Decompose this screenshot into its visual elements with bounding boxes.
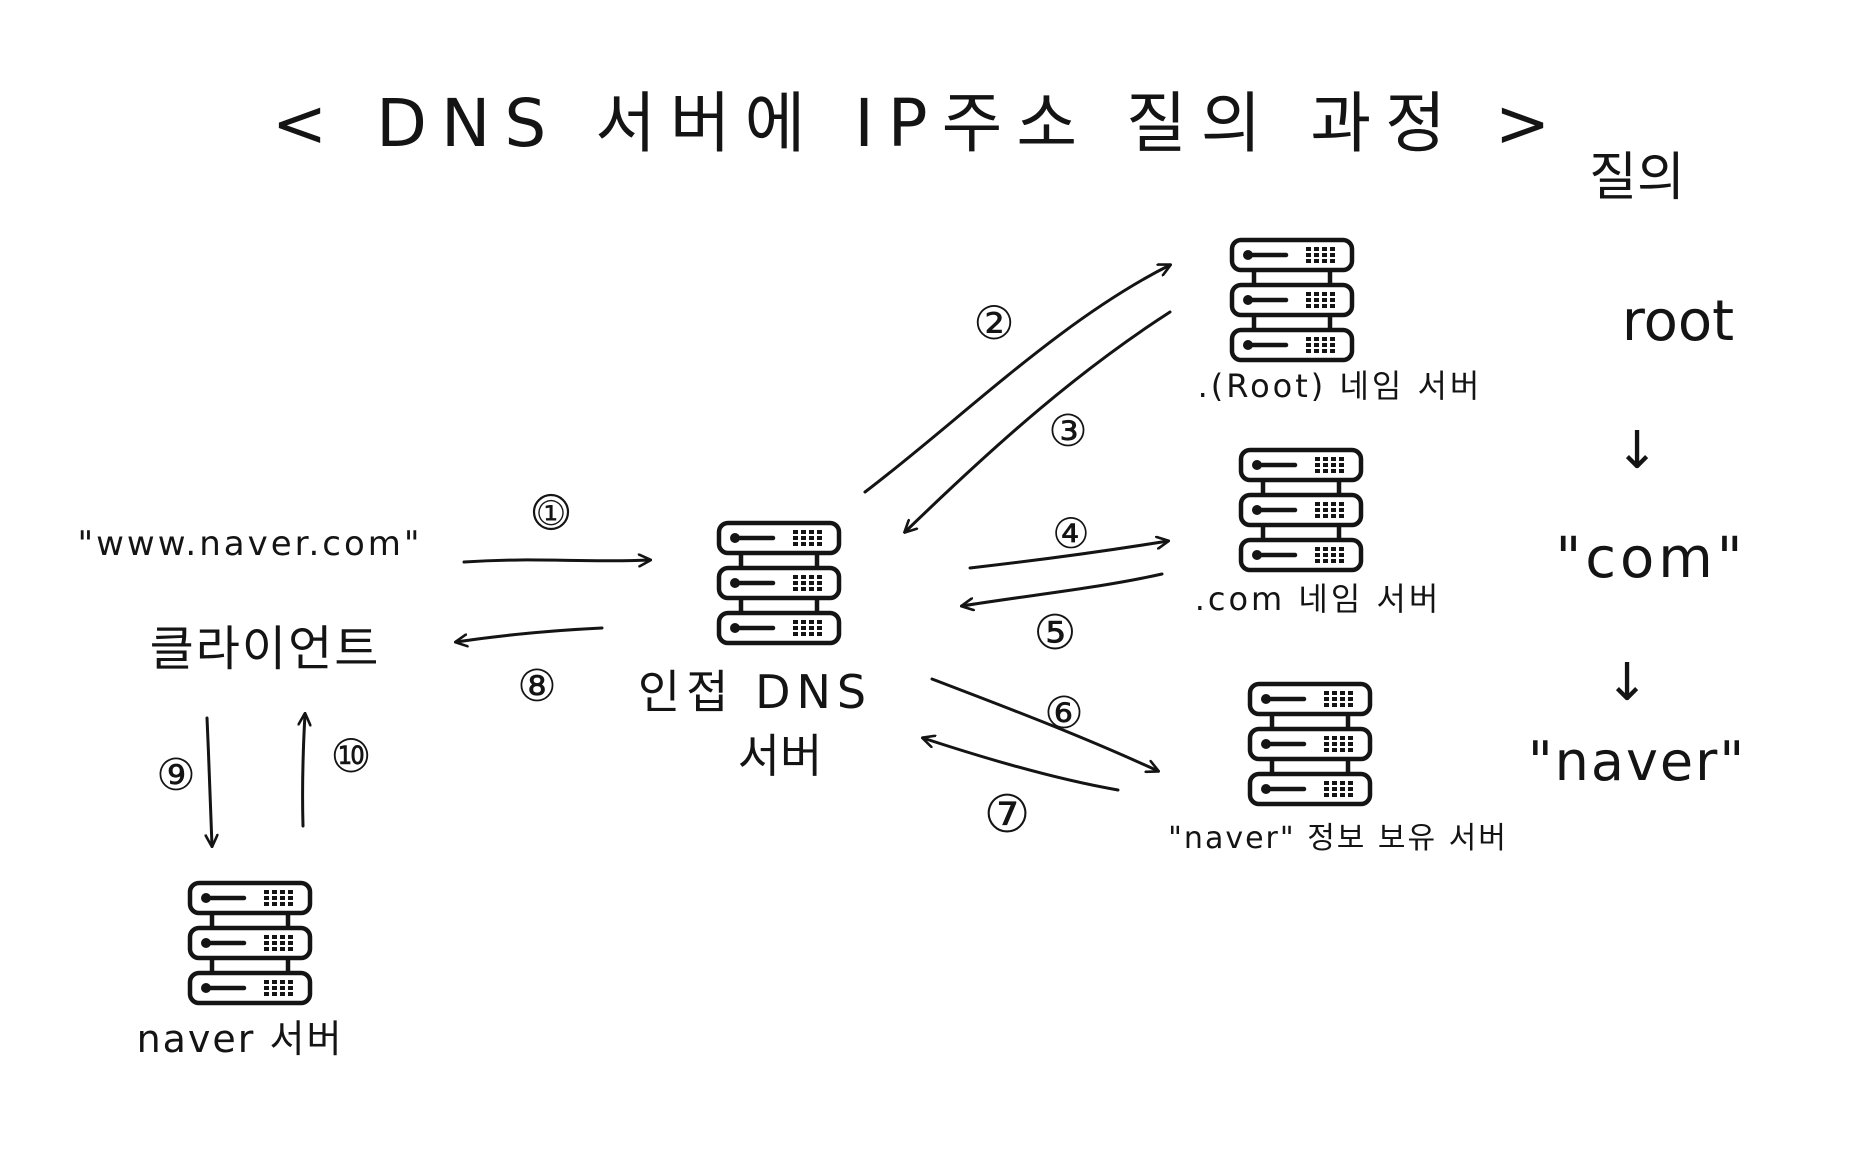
step-9-label: ⑨ [156, 750, 195, 801]
query-order-arrow-2: ↓ [1605, 653, 1649, 713]
arrow-step-10 [303, 714, 305, 828]
step-2-label: ② [973, 296, 1014, 350]
step-10-label: ⑩ [330, 729, 371, 783]
local-dns-server-icon [719, 523, 839, 643]
com-name-server-icon [1241, 450, 1361, 570]
naver-web-server-label: naver 서버 [137, 1017, 344, 1061]
step-number-4: ④ [1052, 509, 1090, 558]
step-number-10: ⑩ [330, 729, 371, 783]
arrow-step-5 [962, 572, 1164, 606]
naver-info-server-label: "naver" 정보 보유 서버 [1168, 821, 1508, 856]
query-order-item-naver: "naver" [1528, 730, 1746, 793]
arrow-step-7 [923, 738, 1120, 792]
naver-info-server-icon [1250, 684, 1370, 804]
step-4-label: ④ [1052, 509, 1090, 558]
step-8-label: ⑧ [517, 661, 556, 712]
step-3-label: ③ [1048, 406, 1087, 457]
query-order-item-root: root [1622, 289, 1734, 354]
root-name-server-icon [1232, 240, 1352, 360]
step-6-label: ⑥ [1044, 688, 1083, 739]
arrow-step-9 [207, 716, 212, 846]
step-number-9: ⑨ [156, 750, 195, 801]
query-order-arrow-1: ↓ [1615, 421, 1659, 481]
arrow-step-4 [968, 541, 1168, 570]
naver-web-server-icon [190, 883, 310, 1003]
query-order-heading: 질의 [1589, 148, 1685, 208]
step-number-6: ⑥ [1044, 688, 1083, 739]
com-name-server-label: .com 네임 서버 [1195, 580, 1442, 618]
step-5-label: ⑤ [1033, 605, 1076, 661]
step-number-5: ⑤ [1033, 605, 1076, 661]
client-domain-label: "www.naver.com" [77, 524, 422, 564]
arrow-step-1 [462, 560, 650, 562]
step-number-1: ① [532, 493, 570, 534]
step-number-2: ② [973, 296, 1014, 350]
client-label: 클라이언트 [150, 621, 381, 677]
arrow-step-3 [905, 310, 1172, 532]
step-number-8: ⑧ [517, 661, 556, 712]
step-number-3: ③ [1048, 406, 1087, 457]
step-1-label: ① [536, 494, 566, 534]
arrow-step-2 [863, 265, 1170, 494]
local-dns-label-line2: 서버 [738, 729, 823, 783]
step-7-label: ⑦ [984, 785, 1031, 845]
root-name-server-label: .(Root) 네임 서버 [1198, 367, 1483, 405]
local-dns-label-line1: 인접 DNS [638, 665, 872, 719]
query-order-item-com: "com" [1555, 526, 1746, 591]
diagram-title: < DNS 서버에 IP주소 질의 과정 > [272, 85, 1564, 162]
arrow-step-8 [456, 626, 604, 642]
step-number-7: ⑦ [984, 785, 1031, 845]
arrow-step-6 [930, 677, 1158, 771]
